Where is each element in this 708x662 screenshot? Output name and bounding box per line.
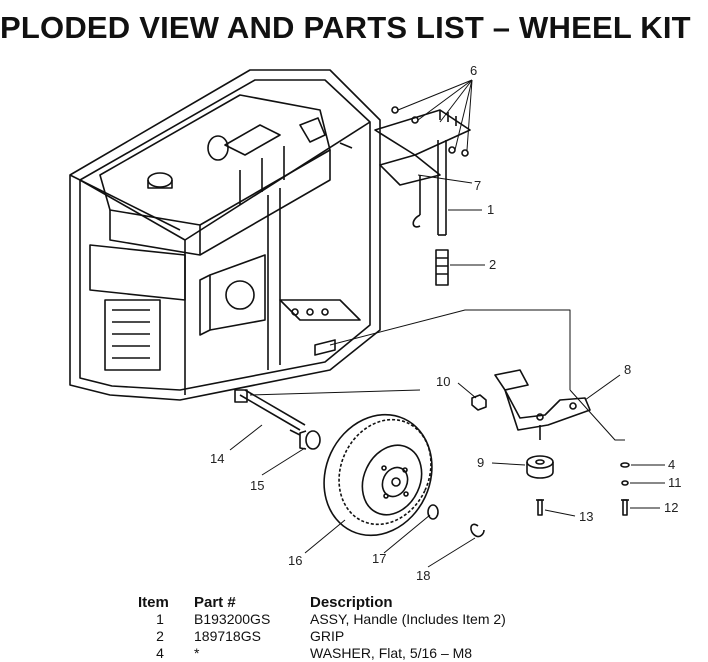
engine-assembly [89, 244, 266, 371]
callout-18: 18 [416, 568, 430, 583]
leader-lines [229, 79, 665, 568]
item-number: 4 [156, 645, 164, 661]
callout-12: 12 [664, 500, 678, 515]
callout-13: 13 [579, 509, 593, 524]
callout-7: 7 [474, 178, 481, 193]
callout-10: 10 [436, 374, 450, 389]
callout-16: 16 [288, 553, 302, 568]
table-row: 4 * WASHER, Flat, 5/16 – M8 [138, 645, 506, 662]
nut [471, 394, 487, 411]
table-row: 2 189718GS GRIP [138, 628, 506, 645]
callout-labels: 6 7 1 2 8 10 4 11 12 9 13 14 15 16 17 18 [210, 63, 682, 583]
column-header-part: Part # [194, 594, 236, 611]
callout-1: 1 [487, 202, 494, 217]
callout-2: 2 [489, 257, 496, 272]
spacer [299, 430, 321, 450]
part-number: B193200GS [194, 611, 271, 627]
column-header-item: Item [138, 594, 169, 611]
item-number: 2 [156, 628, 164, 644]
part-description: ASSY, Handle (Includes Item 2) [310, 611, 506, 627]
callout-14: 14 [210, 451, 224, 466]
callout-8: 8 [624, 362, 631, 377]
washer-and-clip [427, 504, 485, 538]
callout-11: 11 [668, 475, 682, 490]
table-row: 1 B193200GS ASSY, Handle (Includes Item … [138, 611, 506, 628]
part-description: GRIP [310, 628, 345, 644]
handle-assembly [339, 106, 471, 286]
part-number: 189718GS [194, 628, 261, 644]
parts-list-header-row: Item Part # Description [138, 594, 506, 611]
callout-17: 17 [372, 551, 386, 566]
callout-9: 9 [477, 455, 484, 470]
fuel-tank [99, 94, 331, 256]
bracket [494, 369, 591, 440]
callout-15: 15 [250, 478, 264, 493]
callout-6: 6 [470, 63, 477, 78]
wheel [323, 413, 433, 537]
axle [234, 389, 306, 436]
caster [526, 455, 554, 479]
column-header-description: Description [310, 594, 393, 611]
item-number: 1 [156, 611, 164, 627]
page-title: PLODED VIEW AND PARTS LIST – WHEEL KIT [0, 10, 691, 45]
base-plate [279, 299, 361, 356]
fastener-stack [620, 462, 630, 516]
connector-lines [249, 309, 625, 441]
part-description: WASHER, Flat, 5/16 – M8 [310, 645, 473, 661]
callout-4: 4 [668, 457, 675, 472]
parts-list-table: Item Part # Description 1 B193200GS ASSY… [138, 594, 506, 662]
bolt [536, 499, 544, 516]
part-number: * [194, 645, 200, 661]
exploded-view-diagram: 6 7 1 2 8 10 4 11 12 9 13 14 15 16 17 18 [69, 63, 682, 583]
